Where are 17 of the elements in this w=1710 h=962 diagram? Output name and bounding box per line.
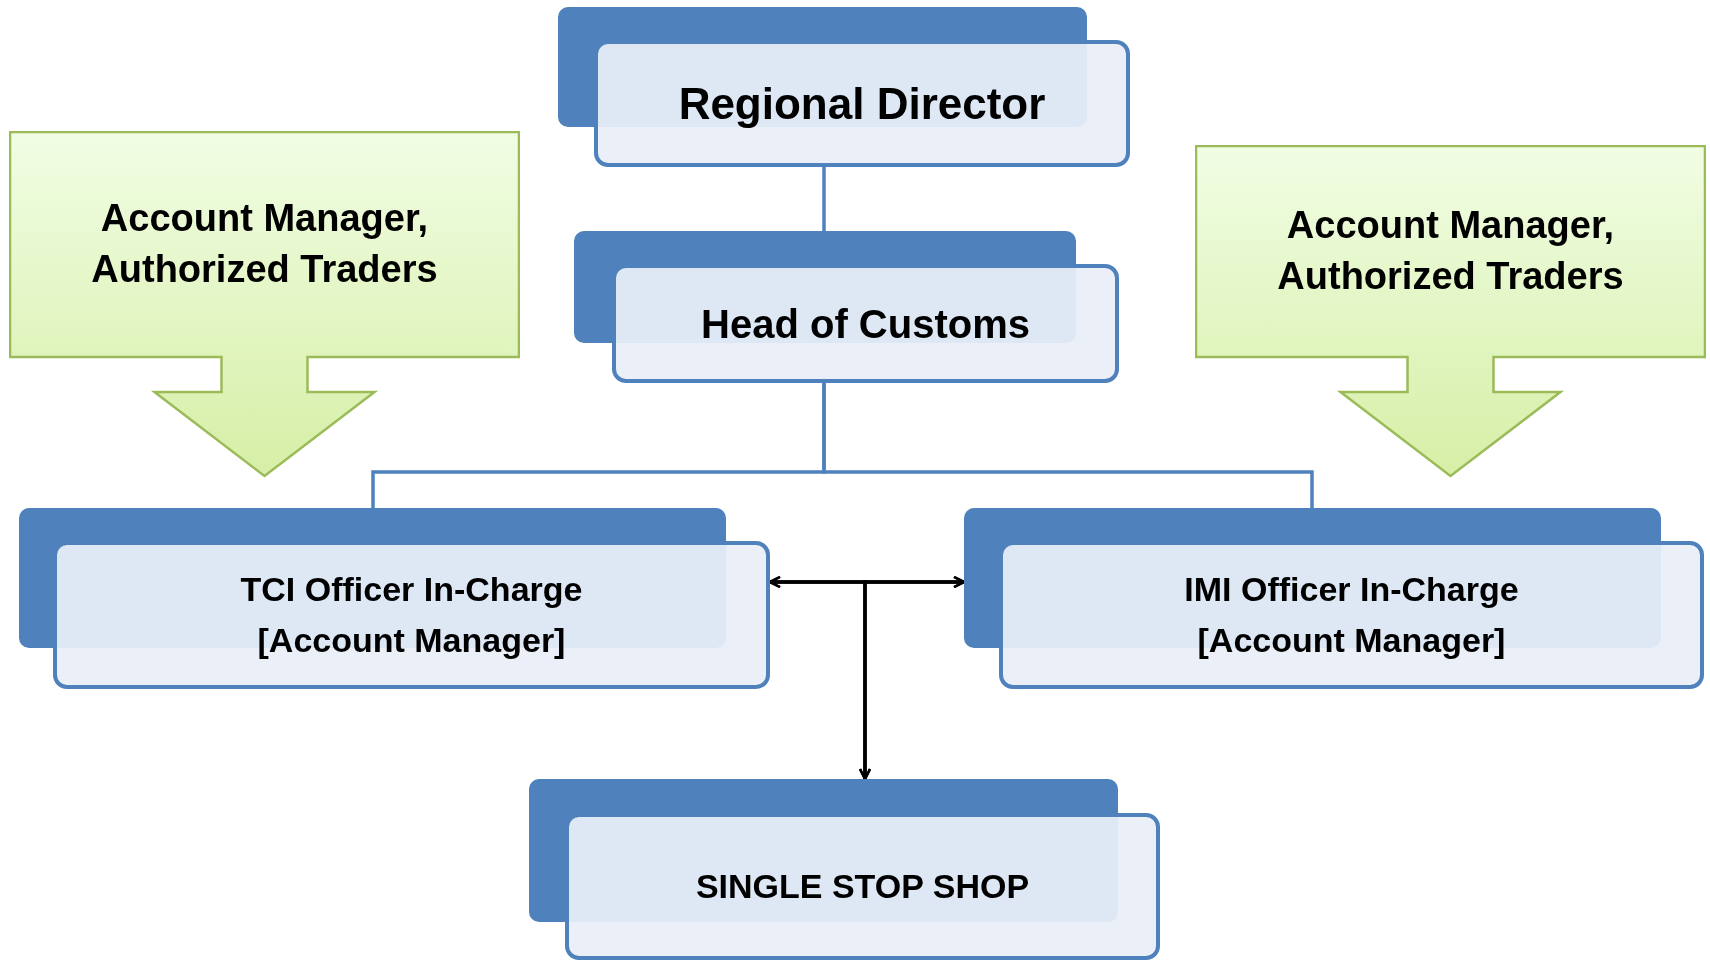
box-label: IMI Officer In-Charge [Account Manager]: [1183, 569, 1520, 661]
arrow: [858, 575, 966, 781]
org-box: [529, 779, 1160, 960]
box-label: Head of Customs: [701, 300, 1030, 348]
box-label: Regional Director: [678, 77, 1046, 130]
box-label: Account Manager, Authorized Traders: [90, 195, 439, 292]
org-box: [574, 231, 1119, 383]
connector-line: [822, 383, 1314, 508]
down-arrow-callout: [9, 131, 520, 478]
box-label: SINGLE STOP SHOP: [695, 866, 1030, 907]
org-box: [19, 508, 770, 689]
connector-line: [822, 167, 826, 231]
org-box: [558, 7, 1130, 167]
down-arrow-callout: [1195, 145, 1706, 478]
box-label: Account Manager, Authorized Traders: [1276, 202, 1625, 299]
org-box: [964, 508, 1704, 689]
box-label: TCI Officer In-Charge [Account Manager]: [239, 569, 584, 661]
